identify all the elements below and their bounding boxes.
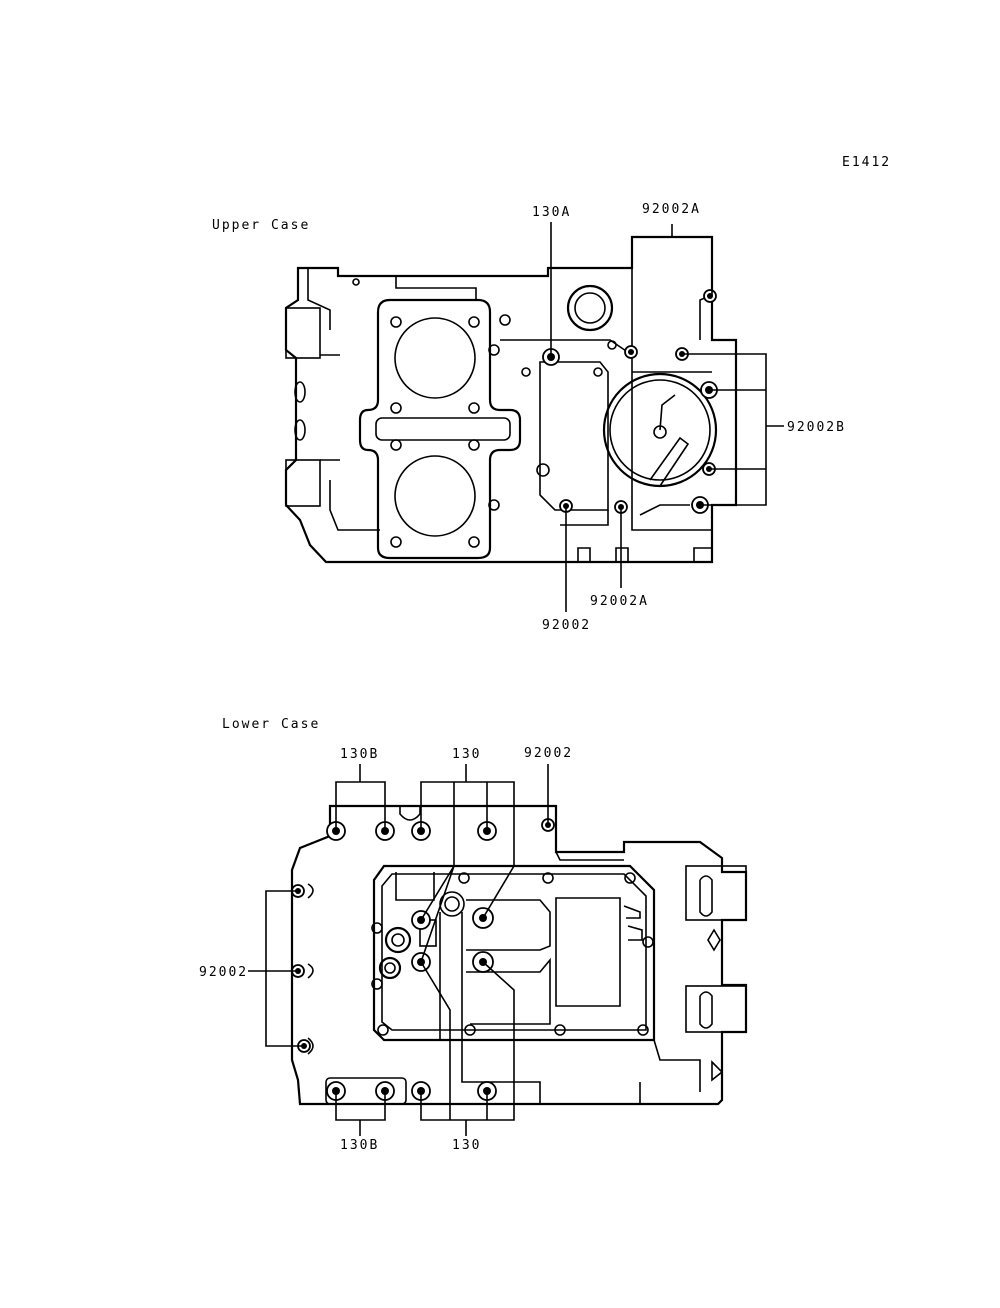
label-130-top: 130 [452, 747, 481, 762]
upper-case-section: Upper Case [212, 202, 846, 633]
label-130b-bottom: 130B [340, 1138, 379, 1153]
diagram-code: E1412 [842, 155, 891, 170]
label-92002: 92002 [542, 618, 591, 633]
lower-case-section: Lower Case [199, 717, 748, 1153]
upper-case-bolts [542, 289, 718, 514]
label-92002-left: 92002 [199, 965, 248, 980]
label-130a: 130A [532, 205, 571, 220]
label-92002a-bottom: 92002A [590, 594, 649, 609]
upper-case-leader-lines [550, 222, 784, 612]
bolt-misc [624, 345, 638, 359]
bolt-92002a-top [703, 289, 717, 303]
label-92002b: 92002B [787, 420, 846, 435]
upper-case-outline [284, 235, 738, 564]
lower-case-title: Lower Case [222, 717, 320, 732]
label-130b-top: 130B [340, 747, 379, 762]
lower-case-outline [290, 804, 748, 1106]
label-92002-top: 92002 [524, 746, 573, 761]
label-130-bottom: 130 [452, 1138, 481, 1153]
label-92002a-top: 92002A [642, 202, 701, 217]
upper-case-title: Upper Case [212, 218, 310, 233]
lower-case-leader-lines [248, 764, 549, 1136]
